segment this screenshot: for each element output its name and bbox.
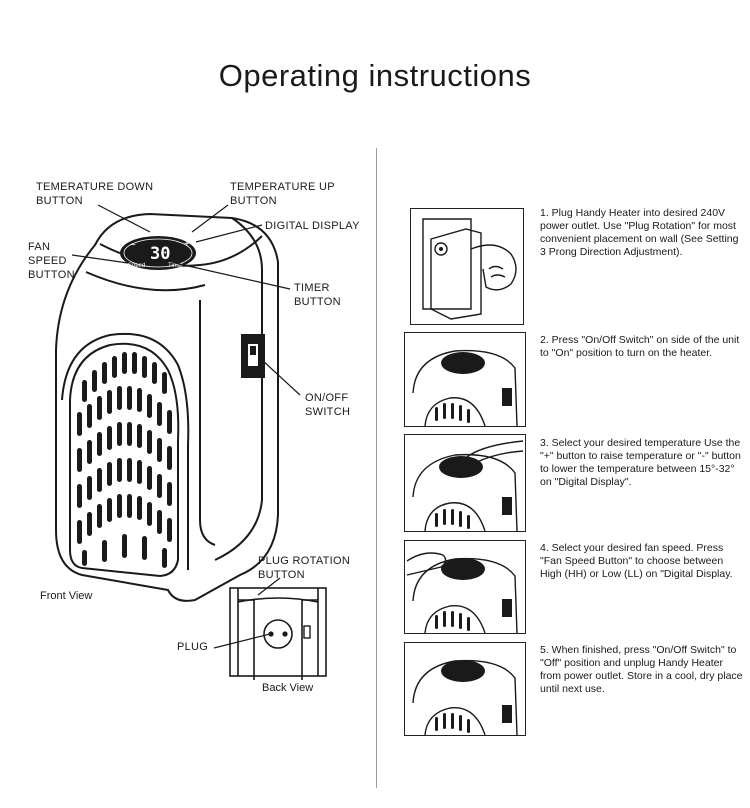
step-2-text: 2. Press "On/Off Switch" on side of the … <box>540 334 740 359</box>
step-5-illustration <box>404 642 526 736</box>
step-3-text: 3. Select your desired temperature Use t… <box>540 437 741 488</box>
step-5-text: 5. When finished, press "On/Off Switch" … <box>540 644 743 695</box>
display-plus-button: + <box>184 239 190 250</box>
step-1-text: 1. Plug Handy Heater into desired 240V p… <box>540 207 739 258</box>
display-minus-button: − <box>130 240 136 251</box>
callout-plug: PLUG <box>177 641 209 653</box>
step-3-illustration <box>404 434 526 532</box>
callout-digital-display: DIGITAL DISPLAY <box>265 220 360 232</box>
callout-temperature-down: TEMERATURE DOWN BUTTON <box>36 181 154 207</box>
step-4-text: 4. Select your desired fan speed. Press … <box>540 542 733 580</box>
caption-front-view: Front View <box>40 590 93 602</box>
step-2-illustration <box>404 332 526 427</box>
callout-timer: TIMER BUTTON <box>294 282 341 308</box>
callout-temperature-up: TEMPERATURE UP BUTTON <box>230 181 335 207</box>
step-4-illustration <box>404 540 526 634</box>
page-title: Operating instructions <box>218 58 532 93</box>
callout-onoff-switch: ON/OFF SWITCH <box>305 392 351 418</box>
callout-plug-rotation: PLUG ROTATION BUTTON <box>258 555 351 581</box>
step-1-illustration <box>410 208 524 325</box>
display-digits: 30 <box>150 244 170 264</box>
heater-front-illustration: 30 Speed Timer + − <box>55 204 301 649</box>
display-timer-label: Timer <box>168 263 183 269</box>
divider <box>376 148 377 788</box>
heater-back-illustration <box>229 587 327 680</box>
caption-back-view: Back View <box>262 682 314 694</box>
display-speed-label: Speed <box>128 263 145 269</box>
callout-fan-speed: FAN SPEED BUTTON <box>28 241 75 281</box>
